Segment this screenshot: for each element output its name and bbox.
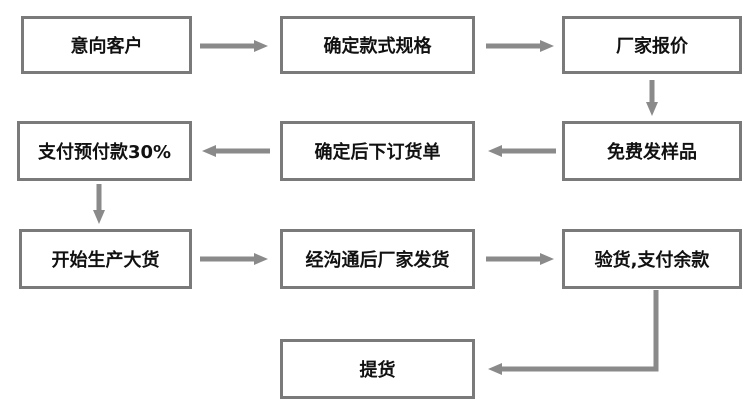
step-place-order: 确定后下订货单 <box>280 121 475 181</box>
arrow-s3-to-s4 <box>646 80 658 116</box>
step-deposit-payment: 支付预付款30% <box>17 121 192 181</box>
step-confirm-style-spec: 确定款式规格 <box>280 16 475 74</box>
arrow-s1-to-s2 <box>200 40 268 52</box>
arrow-s5-to-s6 <box>202 145 270 157</box>
step-intent-customer: 意向客户 <box>21 16 192 74</box>
arrow-s7-to-s8 <box>200 253 268 265</box>
step-start-production: 开始生产大货 <box>19 229 192 289</box>
arrow-s6-to-s7 <box>93 184 105 224</box>
step-factory-quote: 厂家报价 <box>562 16 742 74</box>
step-free-sample: 免费发样品 <box>562 121 742 181</box>
arrow-s9-to-s10 <box>488 290 659 375</box>
arrow-s8-to-s9 <box>486 253 554 265</box>
step-factory-ship: 经沟通后厂家发货 <box>280 229 475 289</box>
arrow-s2-to-s3 <box>486 40 554 52</box>
step-pickup: 提货 <box>280 339 475 399</box>
step-inspect-balance-payment: 验货,支付余款 <box>562 229 742 289</box>
arrow-s4-to-s5 <box>488 145 556 157</box>
